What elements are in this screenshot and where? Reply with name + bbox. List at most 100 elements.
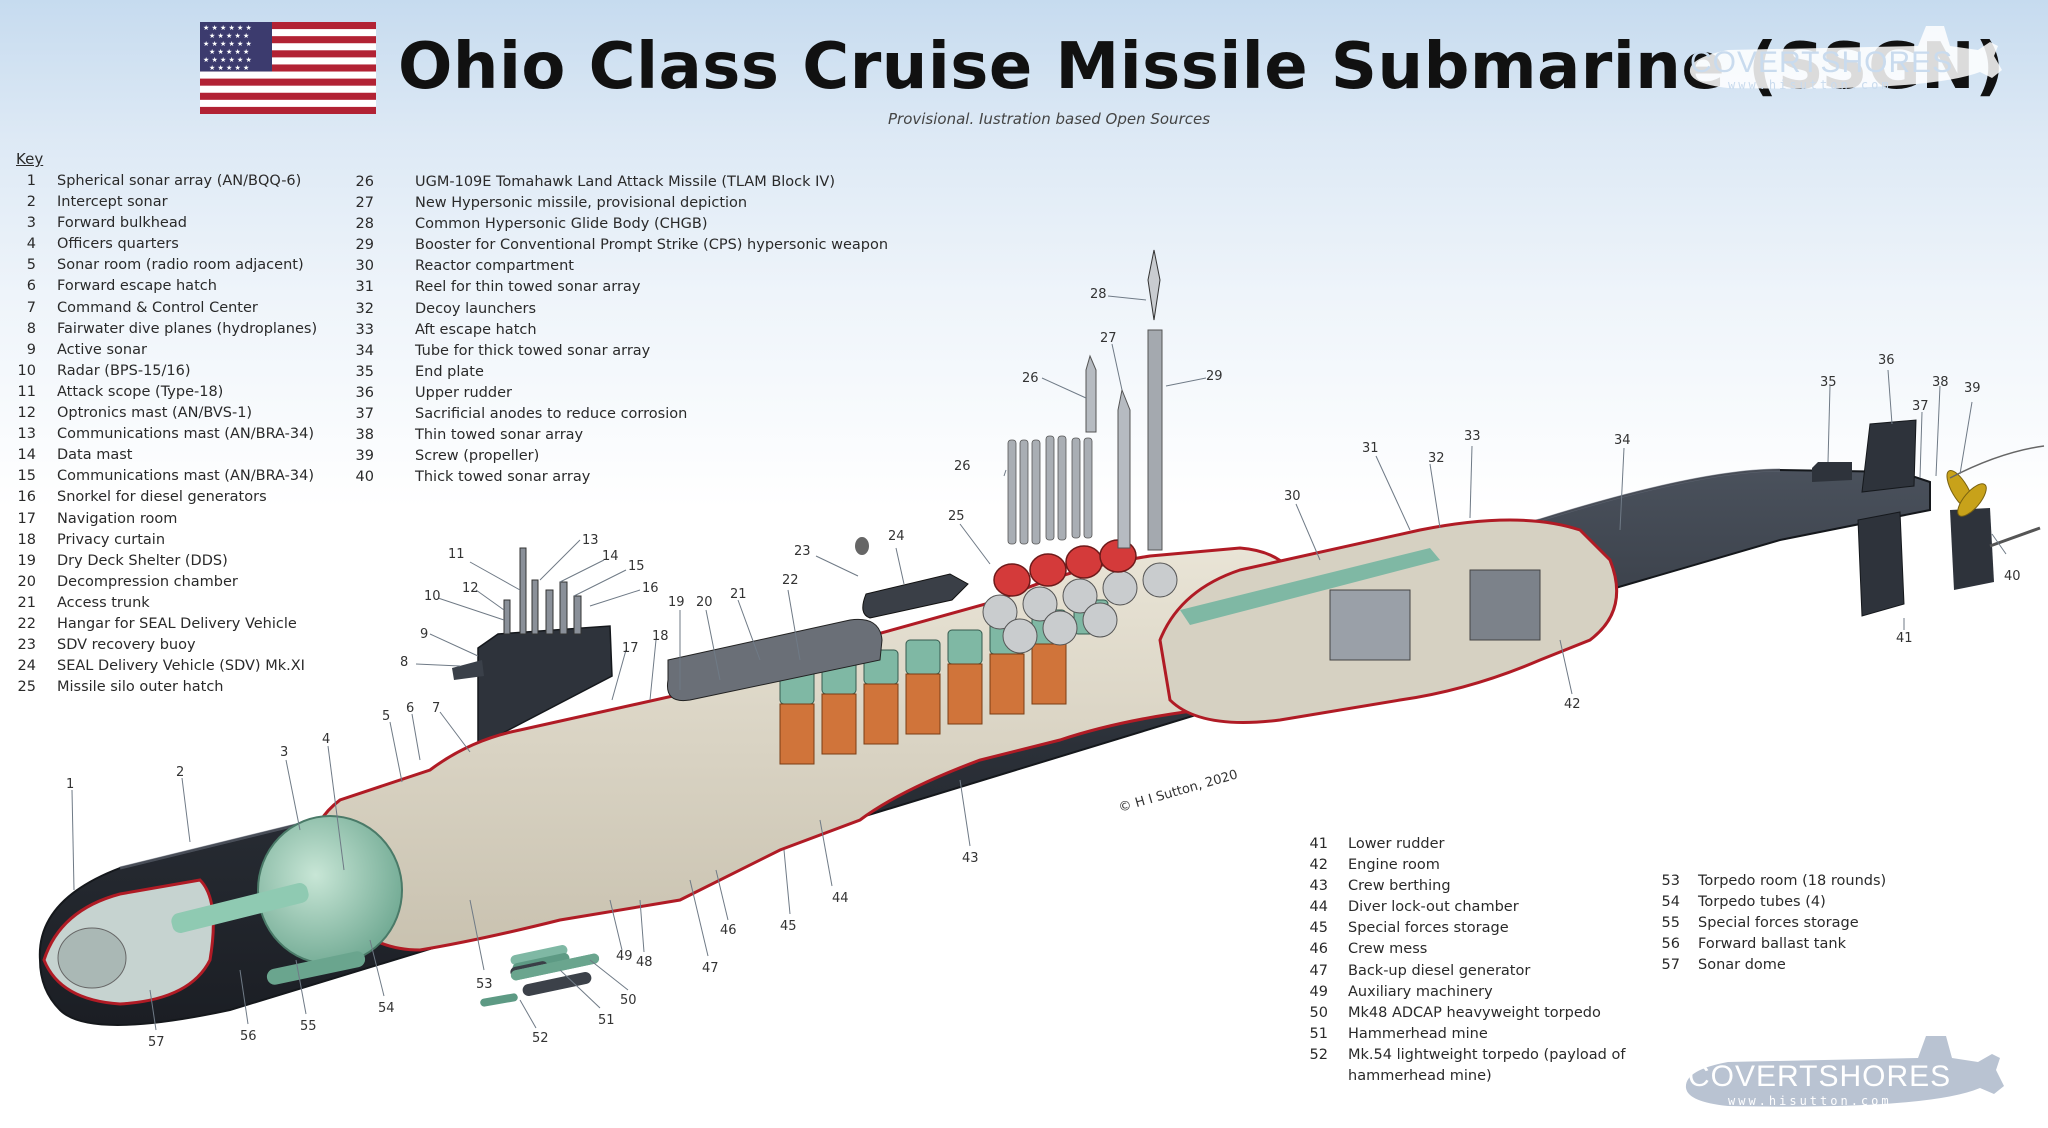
stern-plane [1950, 508, 1994, 590]
key-label: Decoy launchers [415, 300, 537, 317]
covertshores-logo-top: COVERTSHORES www.hisutton.com [1668, 12, 2008, 102]
callout-49: 49 [616, 949, 633, 964]
callout-9: 9 [420, 627, 428, 642]
callout-24: 24 [888, 529, 905, 544]
key-number: 1 [26, 173, 36, 189]
key-number: 25 [17, 679, 36, 696]
callout-3: 3 [280, 745, 288, 760]
key-number: 8 [26, 320, 36, 337]
callout-27: 27 [1100, 331, 1117, 346]
callout-10: 10 [424, 589, 441, 604]
key-number: 50 [1309, 1004, 1328, 1021]
callout-55: 55 [300, 1019, 317, 1034]
key-label: Hammerhead mine [1348, 1025, 1488, 1042]
key-number: 14 [17, 447, 36, 464]
callout-57: 57 [148, 1035, 165, 1050]
key-label: Attack scope (Type-18) [57, 383, 224, 400]
mk54-torpedo [480, 993, 518, 1007]
sail-fairwater [477, 625, 613, 748]
key-number: 43 [1309, 878, 1328, 895]
key-number: 24 [17, 658, 36, 675]
key-number: 39 [355, 448, 374, 465]
key-label: Booster for Conventional Prompt Strike (… [415, 237, 889, 254]
key-item: 27 New Hypersonic missile, provisional de… [350, 193, 748, 214]
key-label: SEAL Delivery Vehicle (SDV) Mk.XI [57, 658, 305, 675]
callout-21: 21 [730, 587, 747, 602]
key-number: 13 [17, 426, 36, 443]
key-number: 31 [355, 279, 374, 296]
hypersonic-glide-body [1147, 249, 1161, 321]
key-number: 23 [17, 637, 36, 654]
key-number: 40 [355, 469, 374, 486]
key-item: 51 Hammerhead mine [1300, 1024, 1488, 1045]
submarine-logo-icon [1685, 1036, 2004, 1107]
key-number: 9 [26, 341, 36, 358]
key-number: 55 [1661, 915, 1680, 932]
fairwater-planes [452, 660, 484, 680]
key-number: 27 [355, 195, 374, 212]
hypersonic-missile [1117, 388, 1131, 549]
svg-text:★ ★ ★ ★ ★ ★: ★ ★ ★ ★ ★ ★ [203, 40, 252, 48]
key-number: 3 [26, 215, 36, 232]
logo-url: www.hisutton.com [1728, 1094, 1892, 1108]
key-number: 52 [1309, 1046, 1328, 1063]
callout-23: 23 [794, 544, 811, 559]
key-label: Decompression chamber [57, 573, 238, 590]
callout-26-lower: 26 [954, 459, 971, 474]
key-label: Sacrificial anodes to reduce corrosion [415, 406, 688, 423]
key-label: Radar (BPS-15/16) [57, 362, 191, 379]
callout-38: 38 [1932, 375, 1949, 390]
callout-32: 32 [1428, 451, 1445, 466]
logo-url: www.hisutton.com [1728, 78, 1892, 92]
callout-17: 17 [622, 641, 639, 656]
mk48-torpedo [510, 953, 600, 981]
key-label: New Hypersonic missile, provisional depi… [415, 195, 748, 212]
callout-30: 30 [1284, 489, 1301, 504]
reactor-block [1329, 589, 1411, 661]
callout-25: 25 [948, 509, 965, 524]
key-number: 12 [17, 405, 36, 422]
key-item: 29 Booster for Conventional Prompt Strike… [350, 235, 889, 256]
key-number: 51 [1309, 1025, 1328, 1042]
key-label: Crew berthing [1348, 878, 1451, 895]
key-number: 44 [1309, 899, 1328, 916]
key-number: 19 [17, 552, 36, 569]
key-label: Common Hypersonic Glide Body (CHGB) [415, 216, 708, 233]
key-label: Tube for thick towed sonar array [415, 342, 651, 359]
key-label: Mk48 ADCAP heavyweight torpedo [1348, 1004, 1601, 1021]
callout-36: 36 [1878, 353, 1895, 368]
callout-41: 41 [1896, 631, 1913, 646]
tomahawk-missiles [1007, 435, 1093, 545]
key-label: Special forces storage [1698, 915, 1859, 932]
key-number: 45 [1309, 920, 1328, 937]
callout-51: 51 [598, 1013, 615, 1028]
thick-towed-array [1989, 526, 2041, 548]
key-number: 56 [1661, 936, 1680, 953]
hammerhead-mine [522, 971, 592, 997]
key-heading: Key [16, 150, 44, 168]
spherical-sonar-array [57, 927, 127, 989]
key-number: 29 [355, 237, 374, 254]
callout-39: 39 [1964, 381, 1981, 396]
key-number: 30 [355, 258, 374, 275]
svg-text:★ ★ ★ ★ ★ ★: ★ ★ ★ ★ ★ ★ [203, 24, 252, 32]
